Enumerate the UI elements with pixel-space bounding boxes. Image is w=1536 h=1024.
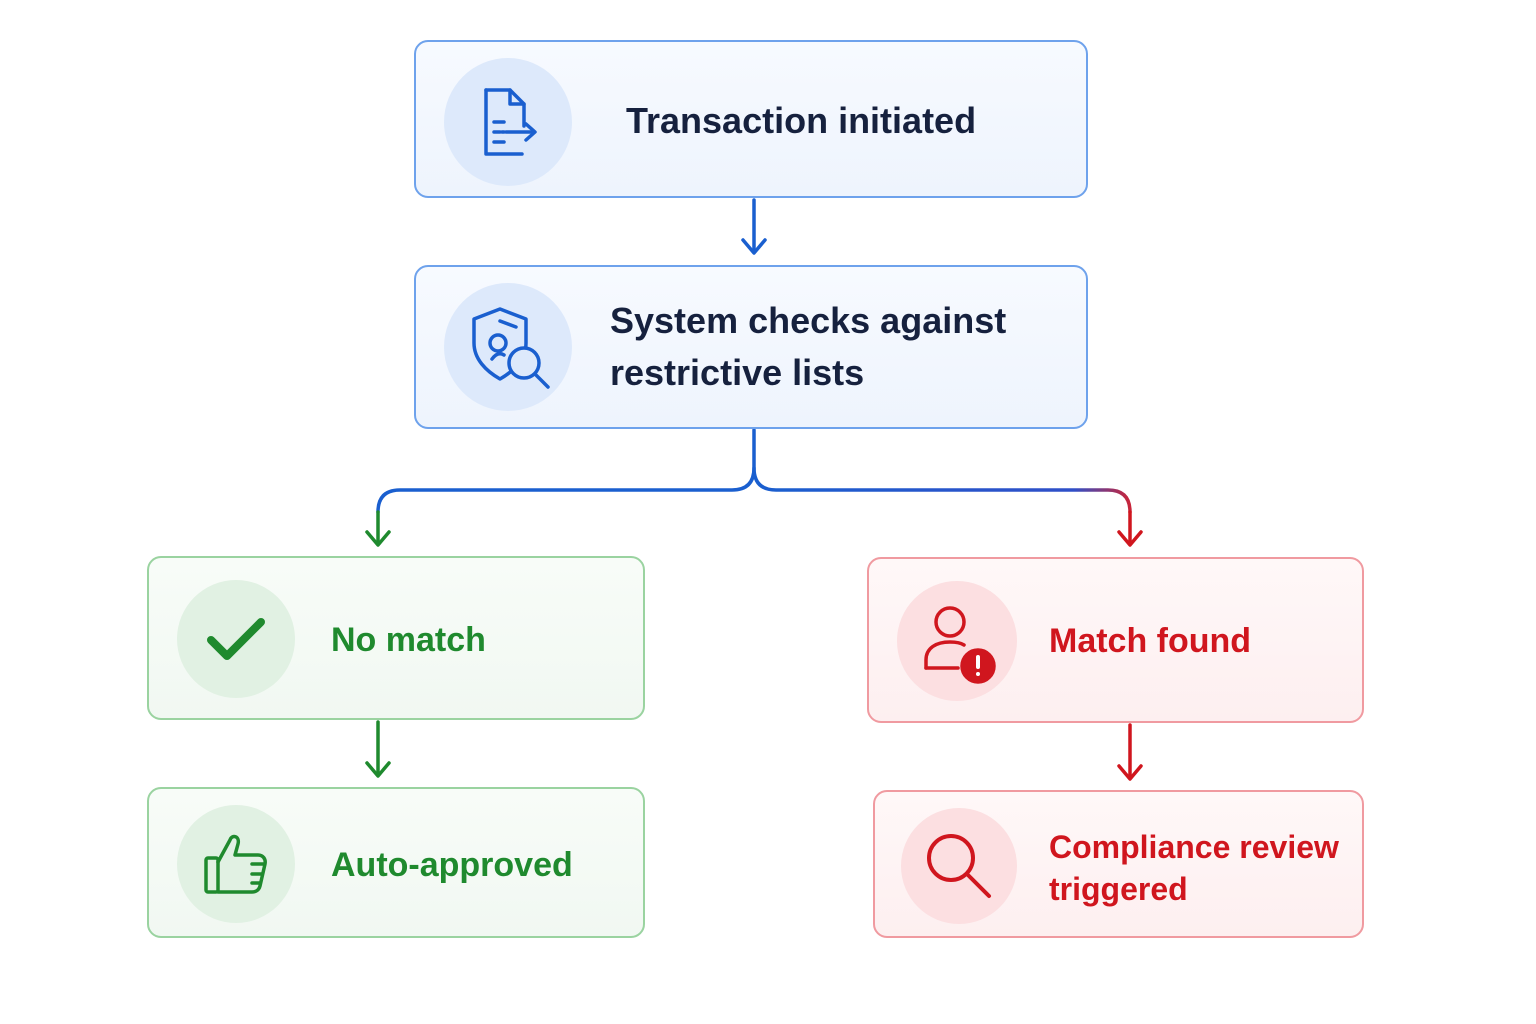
connector-no-match-to-auto-approved [365, 720, 391, 778]
node-label: System checks against restrictive lists [610, 300, 1007, 393]
node-auto-approved: Auto-approved [147, 787, 645, 938]
user-alert-icon [897, 581, 1017, 701]
node-compliance-review: Compliance review triggered [873, 790, 1364, 938]
connector-transaction-to-system [741, 198, 767, 255]
magnifier-icon [901, 808, 1017, 924]
document-transfer-icon [444, 58, 572, 186]
node-no-match: No match [147, 556, 645, 720]
node-label: Auto-approved [331, 846, 573, 884]
node-transaction-initiated: Transaction initiated [414, 40, 1088, 198]
connector-system-to-match-found [1117, 510, 1143, 547]
connector-system-to-no-match [365, 510, 391, 547]
checkmark-icon [177, 580, 295, 698]
node-match-found: Match found [867, 557, 1364, 723]
thumbs-up-icon [177, 805, 295, 923]
node-label: Transaction initiated [626, 100, 977, 141]
node-label: Compliance review triggered [1049, 829, 1339, 907]
node-system-checks: System checks against restrictive lists [414, 265, 1088, 429]
node-label: Match found [1049, 622, 1252, 660]
connector-branch-split [376, 428, 1132, 514]
shield-search-icon [444, 283, 572, 411]
node-label: No match [331, 621, 486, 659]
connector-match-to-compliance-review [1117, 723, 1143, 781]
